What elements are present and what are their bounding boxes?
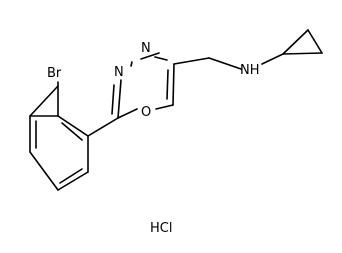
bond xyxy=(307,29,323,54)
cyclopropane-ring xyxy=(282,29,323,55)
bond xyxy=(172,63,175,106)
bond-ring-to-ch2 xyxy=(173,57,210,65)
amine-atom-label: NH xyxy=(240,63,260,78)
bond xyxy=(29,85,59,117)
bond xyxy=(282,29,309,55)
bond-aryl-to-ring xyxy=(87,117,119,137)
bromine-atom-label: Br xyxy=(47,66,62,81)
bond-ch2-to-nh xyxy=(208,57,242,70)
double-bond-inner xyxy=(59,168,83,184)
bond xyxy=(117,79,122,119)
bond xyxy=(130,61,133,67)
hydrochloride-salt-label: HCl xyxy=(150,221,172,236)
bond xyxy=(154,56,168,61)
bond xyxy=(57,115,89,137)
bond xyxy=(29,151,59,191)
bond xyxy=(57,171,89,191)
oxadiazole-ring xyxy=(111,52,175,119)
bond xyxy=(282,52,323,55)
double-bond-inner xyxy=(61,122,83,141)
nitrogen-atom-label: N xyxy=(114,65,124,80)
oxygen-atom-label: O xyxy=(141,105,151,120)
double-bond-inner xyxy=(111,84,115,115)
bond xyxy=(117,108,138,119)
nitrogen-atom-label: N xyxy=(141,41,151,56)
double-bond-inner xyxy=(166,69,169,100)
benzene-ring xyxy=(29,85,89,191)
bond-nh-to-cyclopropyl xyxy=(261,53,284,65)
bond xyxy=(140,52,160,60)
bond xyxy=(155,104,174,110)
